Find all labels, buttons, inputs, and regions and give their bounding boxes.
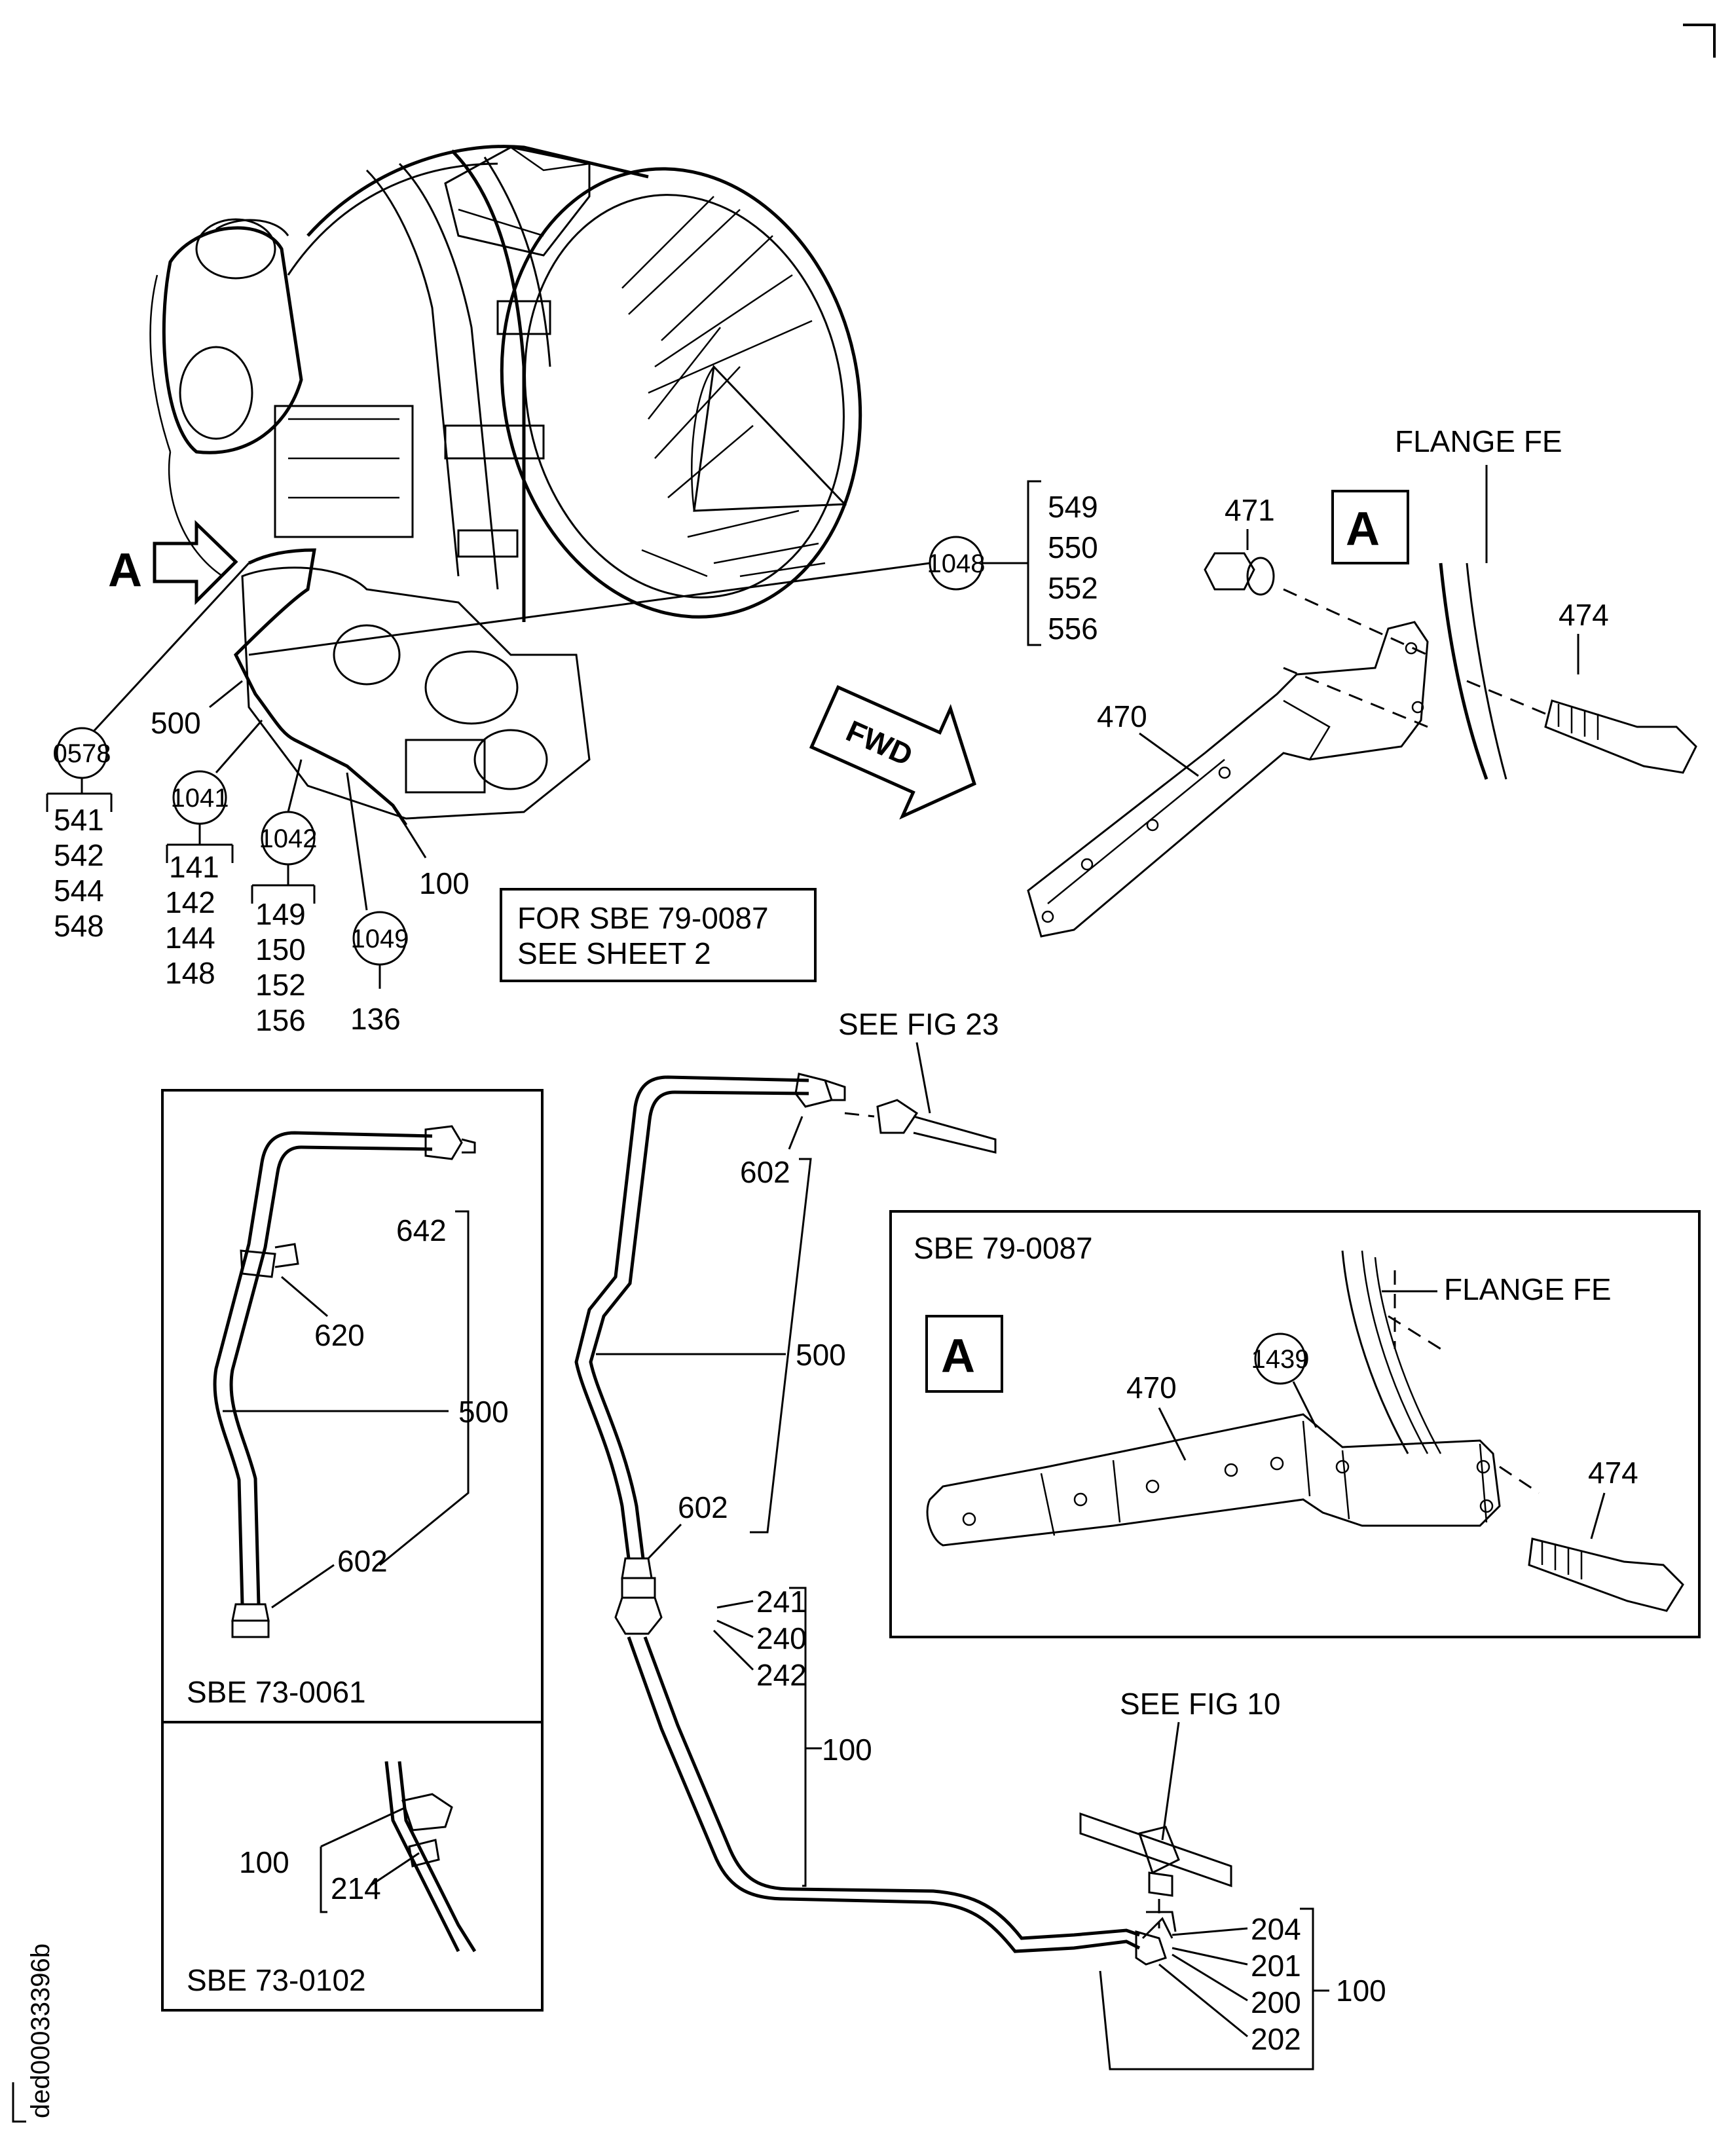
view-a-letter-sbe: A <box>941 1330 975 1382</box>
sbe-73-0102-title: SBE 73-0102 <box>187 1963 366 1997</box>
part-470-label-top: 470 <box>1097 699 1147 733</box>
sbe-79-0087-title: SBE 79-0087 <box>914 1231 1093 1265</box>
tube500-602-bottom-label: 602 <box>678 1490 728 1524</box>
part-542: 542 <box>54 838 104 872</box>
note-line-2: SEE SHEET 2 <box>517 936 711 970</box>
view-a-arrow-letter: A <box>108 544 142 597</box>
tube100-204-label: 204 <box>1251 1912 1301 1946</box>
sbe0061-602-label: 602 <box>337 1544 388 1578</box>
tube100-200-label: 200 <box>1251 1985 1301 2019</box>
fwd-label: FWD <box>841 714 918 773</box>
part-136: 136 <box>350 1002 401 1036</box>
tube100-241-label: 241 <box>756 1585 807 1619</box>
flange-fe-label-top: FLANGE FE <box>1395 424 1562 458</box>
callout-1439-label: 1439 <box>1251 1345 1310 1374</box>
sbe-73-0061-title: SBE 73-0061 <box>187 1675 366 1709</box>
part-549: 549 <box>1048 490 1098 524</box>
part-544: 544 <box>54 874 104 908</box>
part-552: 552 <box>1048 571 1098 605</box>
part-150: 150 <box>255 932 306 966</box>
tube500-item-500-label: 500 <box>796 1338 846 1372</box>
tube500-602-top-label: 602 <box>740 1155 790 1189</box>
tube100-201-label: 201 <box>1251 1949 1301 1983</box>
tube100-100-mid-label: 100 <box>822 1733 872 1767</box>
see-fig-23-label: SEE FIG 23 <box>838 1007 999 1041</box>
sbe0061-620-label: 620 <box>314 1318 365 1352</box>
note-line-1: FOR SBE 79-0087 <box>517 901 769 935</box>
part-556: 556 <box>1048 612 1098 646</box>
tube100-240-label: 240 <box>756 1621 807 1655</box>
sbe0061-642-label: 642 <box>396 1213 447 1247</box>
view-a-arrow <box>153 520 238 606</box>
callout-1042-label: 1042 <box>259 824 318 853</box>
tube100-100-right-label: 100 <box>1336 1974 1386 2008</box>
sbe0061-500-label: 500 <box>458 1395 509 1429</box>
flange-fe-label-sbe: FLANGE FE <box>1444 1272 1612 1306</box>
engine-illustration <box>149 145 862 826</box>
part-471-label: 471 <box>1225 493 1275 527</box>
see-fig-10-label: SEE FIG 10 <box>1120 1687 1280 1721</box>
callout-1049-label: 1049 <box>351 925 409 953</box>
drawing-id: ded00033396b <box>26 1943 55 2118</box>
callout-1048-label: 1048 <box>927 549 986 578</box>
part-152: 152 <box>255 968 306 1002</box>
sheet-corner-mark <box>1683 24 1716 58</box>
part-142: 142 <box>165 885 215 919</box>
part-548: 548 <box>54 909 104 943</box>
sbe0087-474-label: 474 <box>1588 1456 1638 1490</box>
part-474-label-top: 474 <box>1559 598 1609 632</box>
sbe-note-box <box>500 888 817 982</box>
tube100-242-label: 242 <box>756 1658 807 1692</box>
part-148: 148 <box>165 956 215 990</box>
sbe-79-0087-panel <box>889 1210 1701 1638</box>
sbe-73-0102-panel <box>161 1721 544 2012</box>
part-144: 144 <box>165 921 215 955</box>
part-156: 156 <box>255 1003 306 1037</box>
engine-item-500: 500 <box>151 706 201 740</box>
sbe0102-100-label: 100 <box>239 1845 289 1879</box>
fwd-arrow: FWD <box>809 685 976 820</box>
part-149: 149 <box>255 897 306 931</box>
part-550: 550 <box>1048 530 1098 564</box>
part-541: 541 <box>54 803 104 837</box>
view-a-box-top <box>1331 490 1409 564</box>
callout-1041-label: 1041 <box>171 784 229 813</box>
view-a-box-sbe <box>925 1315 1003 1393</box>
tube100-202-label: 202 <box>1251 2022 1301 2056</box>
callout-0578-label: 0578 <box>53 739 111 768</box>
sbe0087-470-label: 470 <box>1126 1371 1177 1405</box>
view-a-letter-top: A <box>1346 503 1380 555</box>
part-141: 141 <box>169 850 219 884</box>
engine-item-100: 100 <box>419 866 470 900</box>
sbe0102-214-label: 214 <box>331 1871 381 1905</box>
callout-1439 <box>1254 1333 1306 1385</box>
